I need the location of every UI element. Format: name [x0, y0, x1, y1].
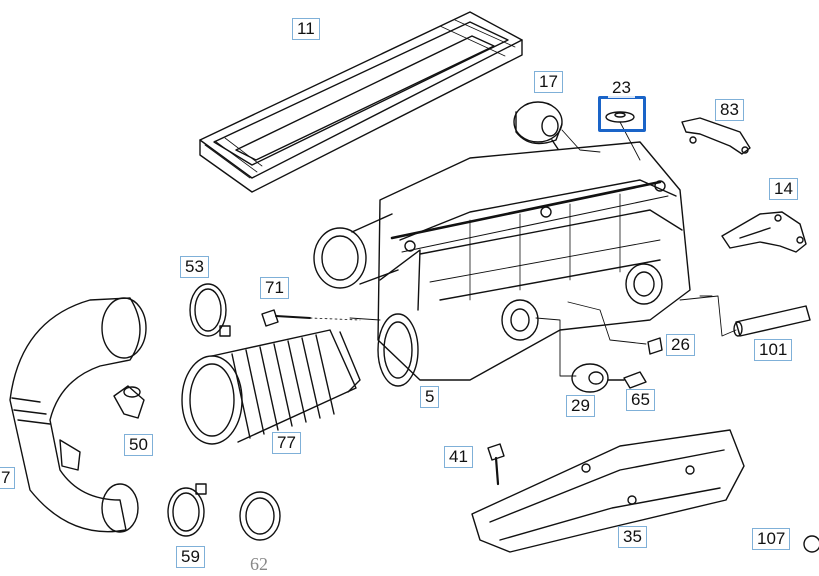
callout-62[interactable]: 62	[250, 554, 268, 574]
part-71-screw[interactable]	[261, 309, 361, 327]
callout-23[interactable]: 23	[608, 78, 635, 98]
callout-26[interactable]: 26	[666, 334, 695, 356]
part-77-intake-hose[interactable]	[181, 329, 361, 445]
selected-part-highlight	[598, 96, 646, 132]
part-101-tube[interactable]	[679, 295, 811, 337]
intake-manifold-housing[interactable]	[313, 141, 691, 387]
part-29-grommet[interactable]	[535, 317, 609, 393]
callout-17[interactable]: 17	[534, 71, 563, 93]
part-14-bracket[interactable]	[721, 211, 807, 253]
callout-53[interactable]: 53	[180, 256, 209, 278]
part-53-hose-clamp[interactable]	[189, 283, 231, 337]
callout-14[interactable]: 14	[769, 178, 798, 200]
part-7-air-duct[interactable]	[9, 297, 147, 533]
callout-101[interactable]: 101	[754, 339, 793, 361]
callout-35[interactable]: 35	[618, 526, 647, 548]
part-50-fitting[interactable]	[113, 385, 145, 419]
callout-83[interactable]: 83	[715, 99, 744, 121]
part-17-actuator[interactable]	[513, 101, 563, 153]
part-59-hose-clamp[interactable]	[167, 483, 207, 537]
callout-107[interactable]: 107	[752, 528, 791, 550]
callout-29[interactable]: 29	[566, 395, 595, 417]
air-filter-element[interactable]	[199, 11, 523, 193]
callout-50[interactable]: 50	[124, 434, 153, 456]
callout-5[interactable]: 5	[420, 386, 440, 408]
part-107-plug[interactable]	[803, 535, 819, 553]
callout-7[interactable]: 7	[0, 467, 16, 489]
callout-59[interactable]: 59	[176, 546, 205, 568]
part-35-heat-shield[interactable]	[471, 429, 745, 553]
part-65-bolt[interactable]	[607, 371, 647, 389]
part-83-bracket[interactable]	[681, 117, 751, 155]
callout-41[interactable]: 41	[444, 446, 473, 468]
part-62-sleeve[interactable]	[239, 491, 281, 541]
callout-77[interactable]: 77	[272, 432, 301, 454]
part-23-grommet[interactable]	[605, 111, 635, 123]
part-41-bolt[interactable]	[487, 443, 505, 486]
callout-65[interactable]: 65	[626, 389, 655, 411]
part-26-plug[interactable]	[567, 301, 663, 355]
callout-71[interactable]: 71	[260, 277, 289, 299]
leader-lines	[349, 121, 713, 321]
callout-11[interactable]: 11	[292, 18, 320, 40]
